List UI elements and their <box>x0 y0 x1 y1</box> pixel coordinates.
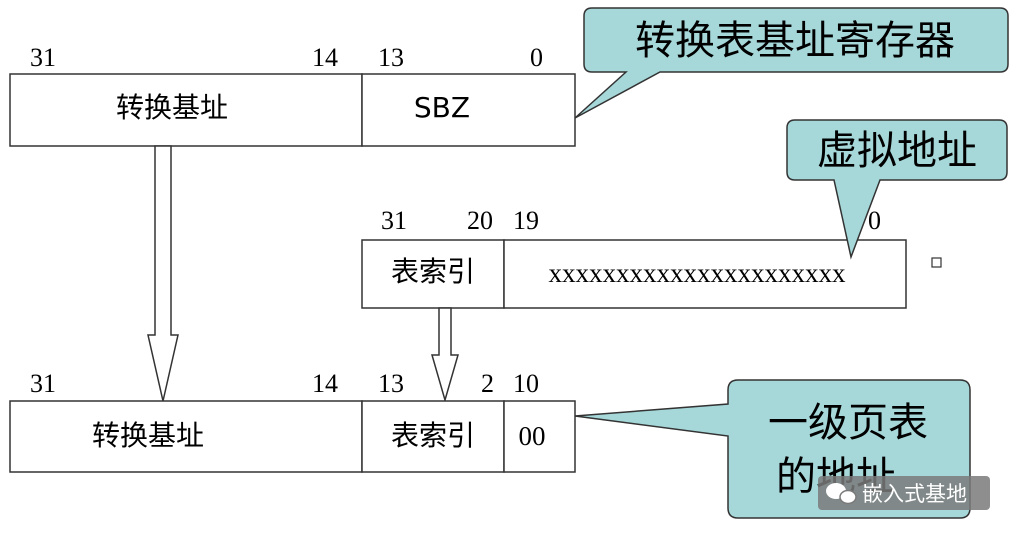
entry-field-index-label: 表索引 <box>391 419 475 452</box>
callout-table-base-register: 转换表基址寄存器 <box>574 7 1009 119</box>
entry-field-low-label: 00 <box>519 421 546 451</box>
bit-label-13: 13 <box>378 43 404 72</box>
watermark-bg <box>818 476 990 510</box>
entry-bit-label-14: 14 <box>312 369 338 398</box>
bit-label-31: 31 <box>30 43 56 72</box>
callout-label: 虚拟地址 <box>817 128 977 174</box>
field-sbz-label: SBZ <box>414 91 470 124</box>
va-bit-label-0: 0 <box>868 206 881 235</box>
va-bit-label-31: 31 <box>381 206 407 235</box>
callout-virtual-address: 虚拟地址 <box>786 119 1008 260</box>
entry-bit-label-31: 31 <box>30 369 56 398</box>
bit-label-14: 14 <box>312 43 338 72</box>
field-box-base <box>9 73 363 147</box>
field-base-label: 转换基址 <box>116 91 228 124</box>
va-field-index-label: 表索引 <box>391 255 475 288</box>
callout-label: 转换表基址寄存器 <box>635 18 955 64</box>
field-box-sbz <box>361 73 576 147</box>
bit-label-0: 0 <box>530 43 543 72</box>
va-field-box-rest <box>503 239 907 309</box>
va-bit-label-20: 20 <box>467 206 493 235</box>
entry-field-box-index <box>361 400 505 473</box>
small-square-marker <box>931 257 942 268</box>
arrow-index-to-entry <box>431 307 459 403</box>
entry-bit-label-13: 13 <box>378 369 404 398</box>
callout-bubble <box>574 7 1009 119</box>
va-bit-label-19: 19 <box>513 206 539 235</box>
callout-bubble <box>786 119 1008 260</box>
callout-label-line1: 一级页表 <box>768 400 928 446</box>
entry-bit-label-10: 10 <box>513 369 539 398</box>
hollow-arrow-down-icon <box>147 145 179 402</box>
entry-field-base-label: 转换基址 <box>92 419 204 452</box>
hollow-arrow-down-icon <box>431 307 459 403</box>
va-field-rest-label: xxxxxxxxxxxxxxxxxxxxxx <box>549 258 847 288</box>
chat-bubbles-icon <box>826 483 857 505</box>
arrow-base-to-entry <box>147 145 179 402</box>
entry-bit-label-2: 2 <box>481 369 494 398</box>
va-field-box-index <box>361 239 505 309</box>
table-base-register: 31 14 13 0 转换基址 SBZ <box>9 43 576 147</box>
watermark: 嵌入式基地 <box>818 476 990 510</box>
watermark-text: 嵌入式基地 <box>862 482 967 506</box>
entry-field-box-base <box>9 400 363 473</box>
level1-entry-address: 31 14 13 2 10 转换基址 表索引 00 <box>9 369 576 473</box>
virtual-address: 31 20 19 0 表索引 xxxxxxxxxxxxxxxxxxxxxx <box>361 206 942 309</box>
entry-field-box-low <box>503 400 576 473</box>
